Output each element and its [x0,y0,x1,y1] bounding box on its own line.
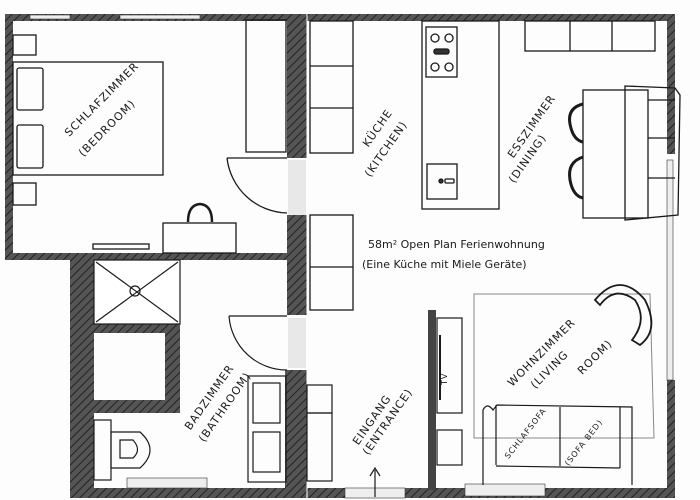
desk [162,222,237,254]
bathroom-fixtures [93,259,288,483]
cooktop [425,26,458,78]
dining-table [582,89,649,219]
pillow [16,124,44,169]
nightstand-bottom [12,182,37,206]
basin [252,431,281,473]
tv-cabinet [436,317,463,414]
sideboard [524,20,656,52]
toilet-bowl [110,431,151,469]
sofa-bed [482,404,633,485]
dining-furniture [524,20,681,221]
plan-subtitle: (Eine Küche mit Miele Geräte) [362,258,527,271]
bathroom-doorway [288,318,306,368]
bath-door-swing [228,315,288,371]
basin [252,382,281,424]
kitchen-island [421,20,500,210]
door-swing [226,157,288,214]
counter-lower [309,214,354,311]
armchair [593,284,653,347]
nightstand-top [12,34,37,56]
coat-cabinet [306,412,333,482]
radiator [92,243,150,250]
bedroom-furniture [12,19,288,254]
living-furniture [436,284,655,485]
toilet-tank [93,419,112,481]
pillow [16,67,44,111]
tv-label: TV [440,372,449,385]
bedroom-doorway [288,160,306,215]
shoe-cabinet [306,384,333,414]
bed [12,61,164,176]
entrance-fixtures [306,384,381,497]
wardrobe [245,19,287,153]
kitchen-furniture [309,20,500,311]
sink [426,163,458,200]
counter-top [309,20,354,154]
chair [186,202,214,223]
dining-chair [568,155,584,200]
plan-title: 58m² Open Plan Ferienwohnung [368,238,545,251]
bench [624,85,681,221]
windows [29,14,674,499]
dining-chair [568,102,584,144]
vanity [247,375,287,483]
side-cabinet [436,429,463,466]
rug [473,293,655,439]
